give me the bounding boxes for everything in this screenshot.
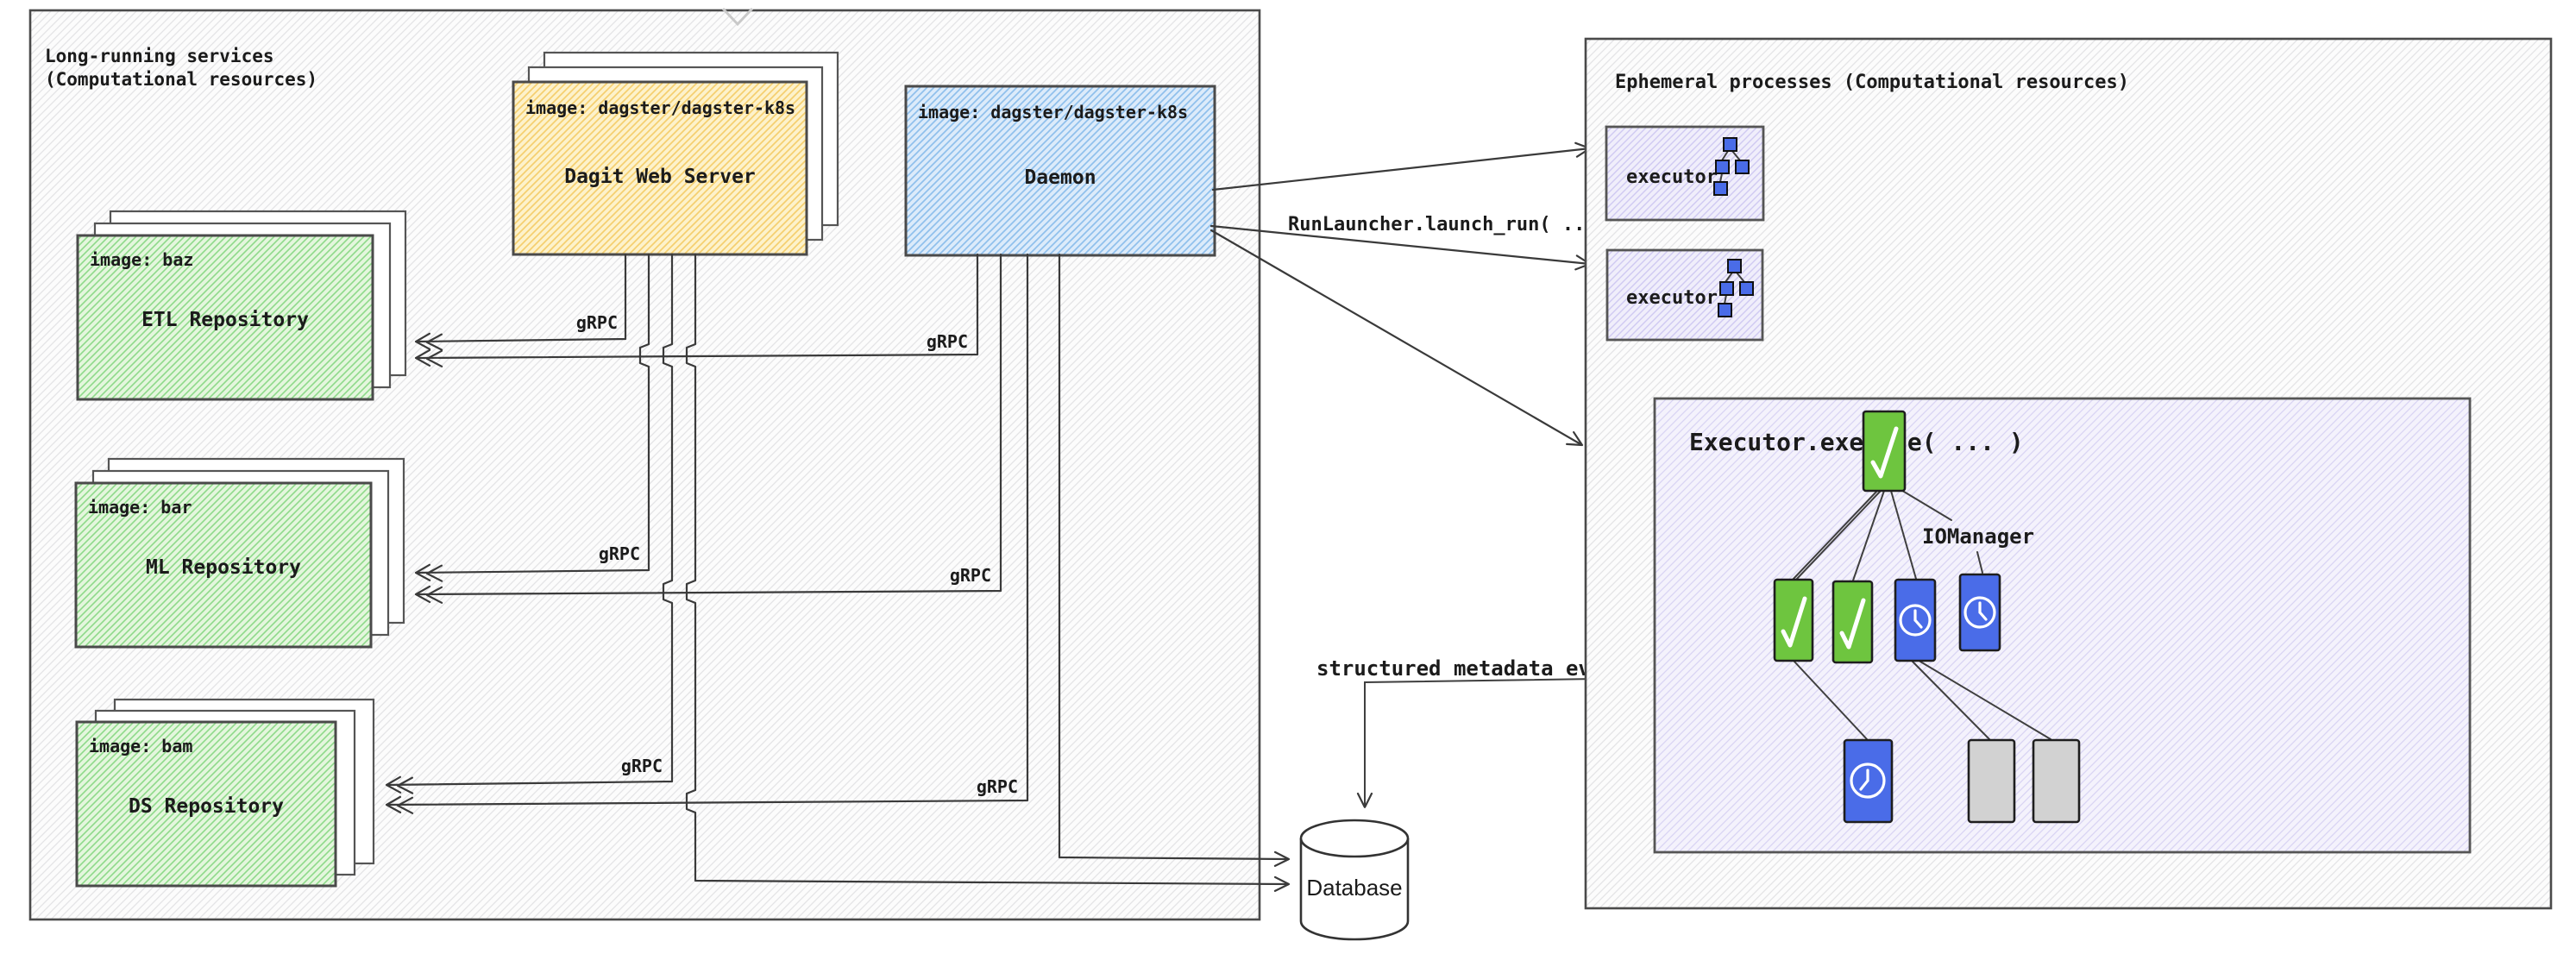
dag-icon: [1713, 137, 1750, 196]
dagit-name: Dagit Web Server: [564, 166, 756, 188]
clock-hands: [1978, 601, 1988, 621]
grpc-label-ds-dagit: gRPC: [621, 756, 663, 776]
op-node-running: [1894, 578, 1937, 662]
grpc-arrow-dagit-etl: [414, 253, 627, 342]
clock-icon: [1899, 604, 1932, 637]
ml-image-label: image: bar: [88, 497, 192, 518]
etl-name: ETL Repository: [141, 309, 309, 331]
ml-repository: image: bar ML Repository: [74, 457, 405, 649]
check-icon: [1870, 426, 1899, 479]
clock-hands: [1859, 769, 1869, 791]
op-tree-edges: [1792, 488, 2051, 740]
dagit-web-server: image: dagster/dagster-k8s Dagit Web Ser…: [512, 51, 839, 256]
grpc-label-ml-dagit: gRPC: [599, 543, 640, 564]
grpc-arrow-daemon-ml: [414, 253, 1002, 594]
sketch-artifact-chevron: [721, 7, 754, 27]
executor-execute-box: Executor.execute( ... ) IOManager: [1653, 397, 2472, 854]
ds-box: [75, 720, 337, 888]
ds-name: DS Repository: [129, 795, 284, 818]
op-node-success: [1862, 410, 1907, 493]
grpc-arrow-daemon-ds: [385, 253, 1029, 805]
op-node-success: [1773, 578, 1814, 662]
op-node-pending: [1967, 738, 2016, 824]
etl-repository: image: baz ETL Repository: [76, 210, 407, 401]
daemon-box: [904, 85, 1216, 257]
daemon-image-label: image: dagster/dagster-k8s: [918, 102, 1188, 122]
check-icon: [1839, 598, 1866, 650]
op-node-running: [1958, 573, 2001, 652]
executor-box-2: executor: [1605, 248, 1764, 342]
ds-repository: image: bam DS Repository: [75, 698, 375, 888]
database-cylinder-top: [1299, 819, 1410, 858]
arrow-daemon-executor-execute: [1209, 229, 1584, 447]
arrow-dagit-database: [685, 253, 1291, 884]
grpc-lines: gRPC gRPC gRPC gRPC gRPC gRPC: [385, 253, 1291, 884]
grpc-label-ds-daemon: gRPC: [977, 776, 1018, 797]
database-label: Database: [1306, 875, 1402, 901]
arrow-daemon-database: [1058, 253, 1291, 859]
clock-icon: [1963, 596, 1996, 629]
grpc-arrow-daemon-etl: [414, 253, 979, 358]
left-box-title-line2: (Computational resources): [45, 69, 317, 90]
op-node-running: [1843, 738, 1894, 824]
grpc-label-etl-dagit: gRPC: [576, 312, 618, 333]
grpc-label-etl-daemon: gRPC: [927, 331, 968, 352]
run-launcher-arrows: RunLauncher.launch_run( ... ): [1209, 148, 1619, 447]
arrow-daemon-executor2: [1209, 224, 1592, 264]
dag-icon: [1718, 259, 1754, 317]
grpc-label-ml-daemon: gRPC: [950, 565, 991, 586]
database: Database: [1299, 819, 1410, 941]
executor-execute-label: Executor.execute( ... ): [1689, 428, 2024, 456]
etl-box: [76, 234, 374, 401]
etl-image-label: image: baz: [90, 249, 193, 270]
iomanager-label: IOManager: [1922, 524, 2034, 549]
executor-box-1: executor: [1605, 125, 1765, 222]
database-cylinder-body: [1299, 838, 1410, 941]
ml-box: [74, 481, 373, 649]
daemon: image: dagster/dagster-k8s Daemon: [904, 85, 1216, 257]
left-box-title-line1: Long-running services: [45, 46, 274, 66]
run-launcher-label: RunLauncher.launch_run( ... ): [1288, 214, 1619, 235]
daemon-name: Daemon: [1024, 166, 1096, 189]
arrow-metadata-to-database: [1365, 677, 1656, 808]
executor2-label: executor: [1626, 287, 1718, 309]
dagit-image-label: image: dagster/dagster-k8s: [525, 97, 795, 118]
clock-hands: [1913, 609, 1923, 629]
op-node-success: [1831, 580, 1874, 664]
ds-image-label: image: bam: [89, 736, 192, 756]
dagit-box: [512, 80, 808, 256]
check-icon: [1781, 596, 1807, 648]
executor1-label: executor: [1626, 166, 1718, 188]
grpc-arrow-dagit-ml: [414, 253, 650, 573]
clock-icon: [1850, 763, 1886, 799]
ml-name: ML Repository: [146, 556, 301, 579]
arrow-daemon-executor1: [1211, 148, 1592, 191]
op-node-pending: [2032, 738, 2081, 824]
right-box-title: Ephemeral processes (Computational resou…: [1615, 72, 2129, 93]
grpc-arrow-dagit-ds: [385, 253, 674, 785]
